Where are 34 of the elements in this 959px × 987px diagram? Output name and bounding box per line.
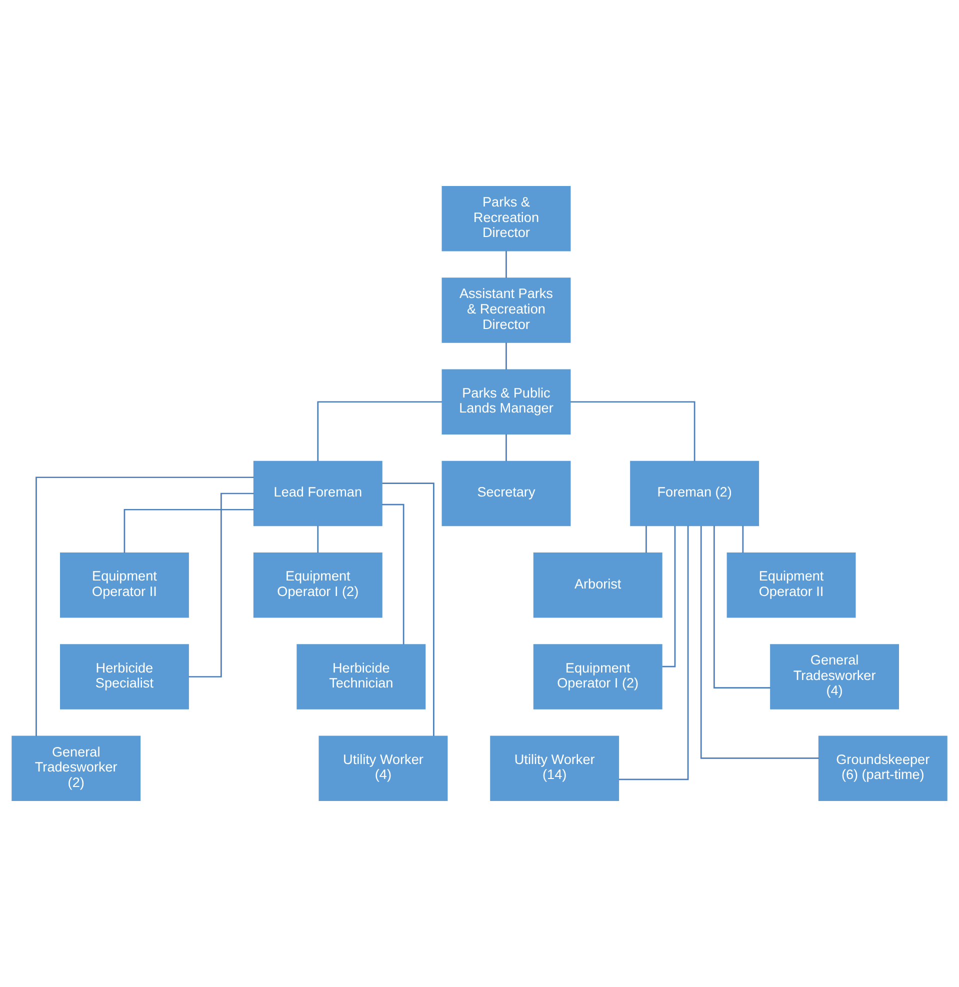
connector bbox=[506, 250, 507, 278]
node-box: Equipment Operator II bbox=[60, 552, 189, 618]
connector bbox=[382, 504, 404, 644]
connector bbox=[646, 526, 647, 553]
connector bbox=[317, 526, 319, 553]
connector bbox=[742, 526, 744, 553]
node-box: Arborist bbox=[533, 552, 662, 618]
connector bbox=[382, 482, 434, 736]
connector bbox=[506, 342, 507, 370]
node-box: Foreman (2) bbox=[630, 460, 760, 526]
node-box: Utility Worker (4) bbox=[318, 736, 448, 802]
connector bbox=[317, 401, 442, 462]
node-box: Parks & Public Lands Manager bbox=[442, 369, 571, 435]
node-box: Equipment Operator II bbox=[726, 552, 856, 618]
node-box: General Tradesworker (4) bbox=[770, 644, 900, 710]
node-box: Herbicide Technician bbox=[296, 644, 426, 710]
connector bbox=[36, 476, 254, 736]
connector bbox=[124, 508, 254, 553]
connector bbox=[713, 526, 770, 688]
connector bbox=[188, 492, 254, 678]
connector bbox=[506, 434, 507, 462]
node-box: Utility Worker (14) bbox=[490, 736, 620, 802]
node-box: Herbicide Specialist bbox=[60, 644, 189, 710]
connector bbox=[618, 526, 689, 780]
connector bbox=[700, 526, 819, 759]
node-box: Parks & Recreation Director bbox=[442, 186, 571, 252]
node-box: General Tradesworker (2) bbox=[12, 736, 141, 802]
node-box: Equipment Operator I (2) bbox=[533, 644, 662, 710]
connector bbox=[570, 401, 696, 462]
node-box: Equipment Operator I (2) bbox=[253, 552, 382, 618]
node-box: Assistant Parks & Recreation Director bbox=[442, 278, 571, 343]
node-box: Lead Foreman bbox=[253, 460, 382, 526]
node-box: Groundskeeper (6) (part-time) bbox=[818, 736, 948, 802]
node-box: Secretary bbox=[442, 460, 571, 526]
